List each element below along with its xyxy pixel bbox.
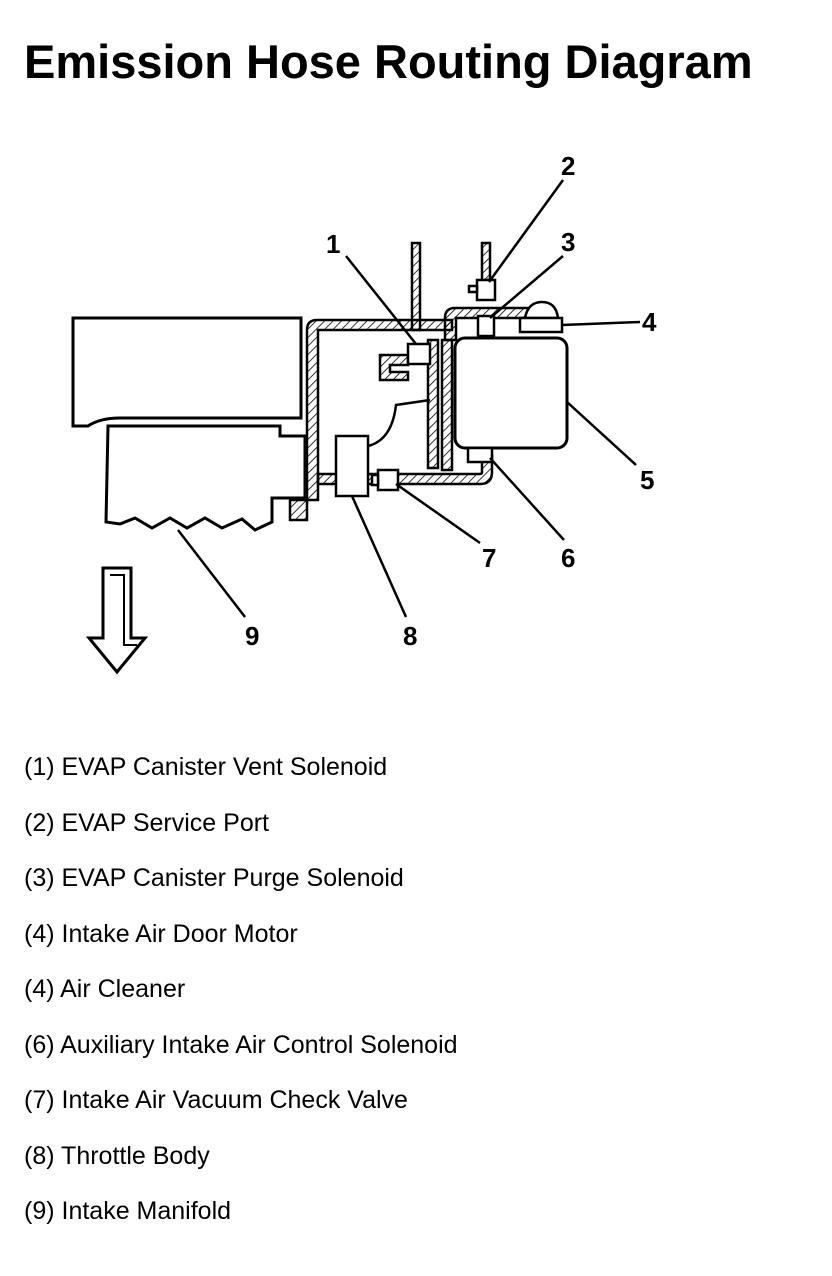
callout-6: 6 xyxy=(561,543,575,573)
hose-routing-diagram: 1 2 3 4 5 6 7 8 9 xyxy=(71,151,657,675)
arrow-down-icon xyxy=(85,566,149,675)
evap-canister-vent-solenoid xyxy=(406,342,432,366)
legend-list: (1) EVAP Canister Vent Solenoid (2) EVAP… xyxy=(24,749,458,1249)
intake-manifold xyxy=(71,316,307,532)
legend-item-3: (3) EVAP Canister Purge Solenoid xyxy=(24,864,404,892)
callout-4: 4 xyxy=(642,307,657,337)
callout-2: 2 xyxy=(561,151,575,181)
callout-7: 7 xyxy=(482,543,496,573)
evap-service-port xyxy=(467,278,497,302)
callout-5: 5 xyxy=(640,465,654,495)
callout-8: 8 xyxy=(403,621,417,651)
leader-lines xyxy=(177,179,641,618)
auxiliary-intake-air-control-solenoid xyxy=(466,446,494,464)
legend-item-5: (4) Air Cleaner xyxy=(24,975,186,1003)
intake-air-door-motor xyxy=(518,300,564,334)
legend-item-7: (7) Intake Air Vacuum Check Valve xyxy=(24,1086,408,1114)
legend-item-9: (9) Intake Manifold xyxy=(24,1197,232,1225)
legend-item-4: (4) Intake Air Door Motor xyxy=(24,919,298,948)
legend-item-1: (1) EVAP Canister Vent Solenoid xyxy=(24,753,388,781)
legend-item-8: (8) Throttle Body xyxy=(24,1141,210,1170)
legend-item-6: (6) Auxiliary Intake Air Control Solenoi… xyxy=(24,1030,458,1059)
callout-9: 9 xyxy=(245,621,259,651)
air-cleaner xyxy=(453,336,569,450)
throttle-body xyxy=(334,398,431,498)
evap-canister-purge-solenoid xyxy=(476,314,496,338)
page-title: Emission Hose Routing Diagram xyxy=(24,35,753,88)
vacuum-hoses xyxy=(288,241,530,522)
callout-3: 3 xyxy=(561,227,575,257)
intake-air-vacuum-check-valve xyxy=(370,468,400,492)
legend-item-2: (2) EVAP Service Port xyxy=(24,808,269,837)
callout-1: 1 xyxy=(326,229,340,259)
